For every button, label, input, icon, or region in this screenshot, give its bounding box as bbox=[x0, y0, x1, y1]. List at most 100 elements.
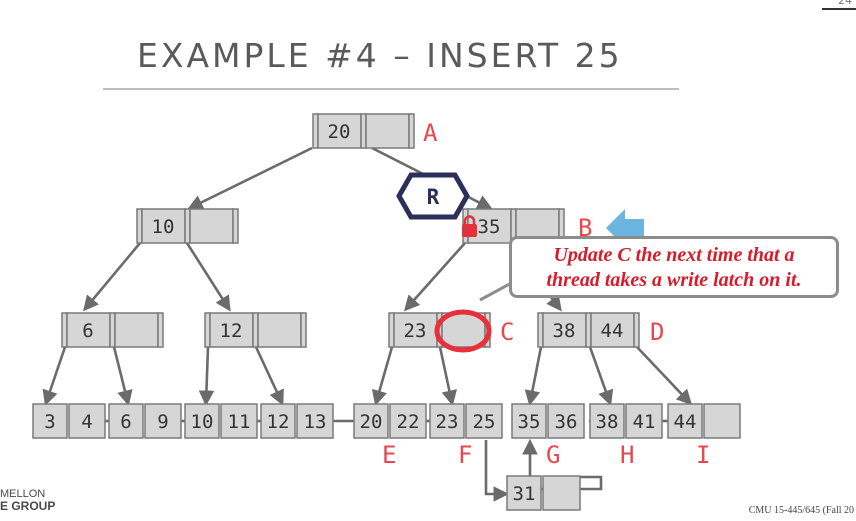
key-slot bbox=[389, 403, 427, 439]
key-slot bbox=[353, 403, 389, 439]
leaf-key: 41 bbox=[633, 411, 656, 433]
node-key: 38 bbox=[553, 320, 576, 342]
key-slot bbox=[429, 403, 465, 439]
label-I: I bbox=[696, 441, 710, 469]
label-A: A bbox=[423, 119, 438, 147]
label-E: E bbox=[382, 441, 396, 469]
key-slot bbox=[189, 208, 234, 244]
leaf-key: 38 bbox=[596, 411, 619, 433]
lock-icon bbox=[462, 215, 477, 237]
key-slot bbox=[667, 403, 703, 439]
leaf-key: 25 bbox=[473, 411, 496, 433]
node-key: 44 bbox=[601, 320, 624, 342]
leaf-key: 23 bbox=[436, 411, 459, 433]
leaf-key: 22 bbox=[397, 411, 420, 433]
circle-highlight bbox=[434, 309, 492, 353]
leaf-key: 44 bbox=[674, 411, 697, 433]
leaf-key: 36 bbox=[555, 411, 578, 433]
leaf-node: 38 41 bbox=[589, 403, 663, 439]
leaf-key: 13 bbox=[304, 411, 327, 433]
label-H: H bbox=[620, 441, 634, 469]
key-slot bbox=[542, 312, 587, 348]
edge-6-leaf6 bbox=[112, 346, 133, 407]
page-number: 24 bbox=[838, 0, 852, 7]
leaf-node: 12 13 bbox=[260, 403, 334, 439]
key-slot bbox=[144, 403, 182, 439]
edge-n10-12 bbox=[185, 242, 231, 312]
leaf-key: 10 bbox=[191, 411, 214, 433]
node-key: 6 bbox=[82, 320, 93, 342]
node-key: 10 bbox=[152, 216, 175, 238]
key-slot bbox=[465, 403, 503, 439]
label-D: D bbox=[650, 318, 664, 346]
label-F: F bbox=[458, 441, 472, 469]
leaf-key: 3 bbox=[44, 411, 55, 433]
edge-12-leaf12 bbox=[254, 346, 284, 406]
node-inner-10: 10 bbox=[136, 208, 239, 244]
leaf-node-overflow: 31 bbox=[506, 475, 581, 511]
key-slot bbox=[506, 475, 542, 511]
title-underline bbox=[103, 88, 679, 90]
edge-23-leaf20 bbox=[371, 346, 394, 406]
logo-line-2: E GROUP bbox=[0, 499, 56, 513]
node-level2-6: 6 bbox=[61, 312, 164, 348]
node-root-A: 20 bbox=[312, 113, 415, 149]
leaf-key: 35 bbox=[518, 411, 541, 433]
callout-line-1: Update C the next time that a bbox=[553, 244, 795, 266]
leaf-key: 4 bbox=[81, 411, 92, 433]
leaf-key: 11 bbox=[228, 411, 251, 433]
leaf-key: 31 bbox=[513, 483, 536, 505]
pointer-slot bbox=[408, 113, 415, 149]
edge-23-leaf23 bbox=[438, 346, 458, 407]
edge-6-leaf3 bbox=[42, 346, 67, 406]
leaf-node: 44 bbox=[667, 403, 741, 439]
logo: MELLON E GROUP bbox=[0, 488, 55, 512]
key-slot bbox=[296, 403, 334, 439]
key-slot bbox=[542, 475, 581, 511]
node-key: 20 bbox=[328, 121, 351, 143]
leaf-key: 12 bbox=[267, 411, 290, 433]
label-C: C bbox=[500, 318, 514, 346]
key-slot bbox=[589, 403, 625, 439]
edge-leafF-overflow bbox=[484, 440, 510, 502]
key-slot bbox=[209, 312, 254, 348]
key-slot bbox=[114, 312, 159, 348]
callout-text: Update C the next time that a thread tak… bbox=[512, 243, 836, 293]
page-number-rule bbox=[822, 8, 856, 10]
callout-box: Update C the next time that a thread tak… bbox=[509, 236, 839, 298]
slide-title: EXAMPLE #4 – INSERT 25 bbox=[137, 36, 623, 75]
key-slot bbox=[625, 403, 663, 439]
edge-n35-23 bbox=[403, 242, 466, 312]
key-slot bbox=[184, 403, 220, 439]
pointer-slot bbox=[157, 312, 164, 348]
latch-label: R bbox=[427, 185, 440, 209]
edge-root-left bbox=[187, 146, 313, 210]
leaf-node: 23 25 bbox=[429, 403, 503, 439]
edge-44-leaf44 bbox=[636, 346, 693, 406]
key-slot bbox=[547, 403, 585, 439]
key-slot bbox=[108, 403, 144, 439]
node-level2-D: 38 44 bbox=[537, 312, 640, 348]
edge-38-leaf38 bbox=[588, 346, 614, 406]
leaf-node: 35 36 bbox=[511, 403, 585, 439]
edge-n10-6 bbox=[83, 242, 141, 312]
key-slot bbox=[365, 113, 410, 149]
key-slot bbox=[260, 403, 296, 439]
node-level2-12: 12 bbox=[204, 312, 307, 348]
callout-line-2: thread takes a write latch on it. bbox=[546, 269, 802, 291]
pointer-slot bbox=[232, 208, 239, 244]
footer-course: CMU 15-445/645 (Fall 20 bbox=[748, 505, 854, 516]
key-slot bbox=[141, 208, 186, 244]
read-latch-hexagon: R bbox=[396, 172, 470, 220]
key-slot bbox=[220, 403, 258, 439]
leaf-key: 6 bbox=[120, 411, 131, 433]
key-slot bbox=[68, 403, 106, 439]
key-slot bbox=[32, 403, 68, 439]
key-slot bbox=[441, 312, 486, 348]
edge-12-leaf10 bbox=[198, 346, 215, 407]
